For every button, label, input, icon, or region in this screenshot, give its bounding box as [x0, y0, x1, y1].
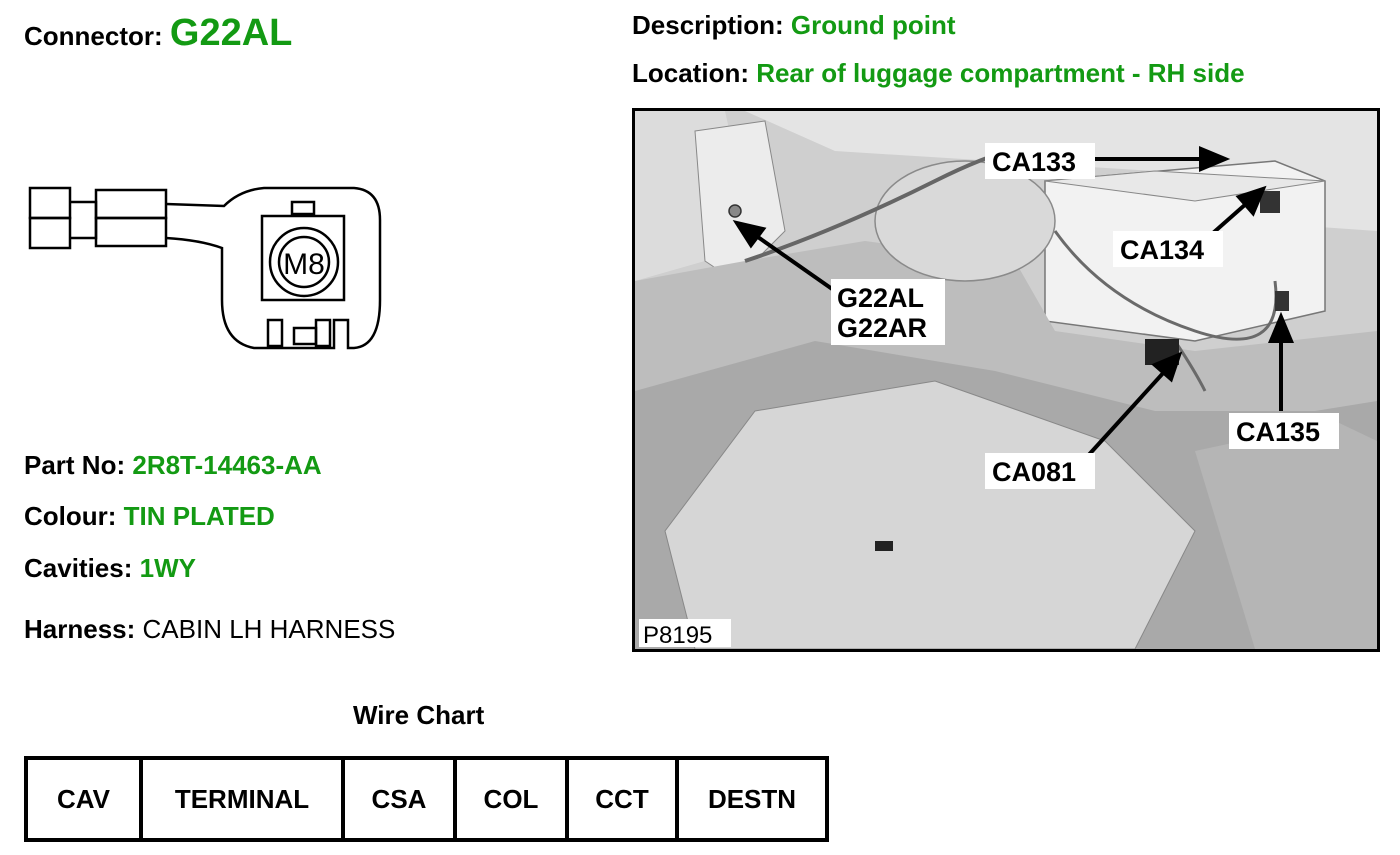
colour-label: Colour:: [24, 501, 117, 531]
callout-g22al-g22ar: G22AL G22AR: [831, 279, 945, 345]
connector-label: Connector:: [24, 21, 163, 51]
location-value: Rear of luggage compartment - RH side: [756, 58, 1245, 88]
location-photo-illustration: CA133 CA134 G22AL G22AR CA081 CA135 P819…: [635, 111, 1377, 649]
location-heading: Location: Rear of luggage compartment - …: [632, 58, 1245, 89]
colour-row: Colour: TIN PLATED: [24, 501, 275, 532]
location-photo: CA133 CA134 G22AL G22AR CA081 CA135 P819…: [632, 108, 1380, 652]
connector-heading: Connector: G22AL: [24, 12, 292, 55]
part-no-row: Part No: 2R8T-14463-AA: [24, 450, 322, 481]
col-csa: CSA: [341, 756, 457, 842]
description-value: Ground point: [790, 10, 956, 40]
callout-ca134: CA134: [1113, 231, 1223, 267]
part-no-value: 2R8T-14463-AA: [132, 450, 322, 480]
col-cct: CCT: [565, 756, 679, 842]
part-no-label: Part No:: [24, 450, 126, 480]
col-destn: DESTN: [675, 756, 829, 842]
stud-size-label: M8: [283, 248, 325, 281]
photo-ref-text: P8195: [643, 622, 712, 649]
harness-row: Harness: CABIN LH HARNESS: [24, 614, 395, 645]
callout-ca133-text: CA133: [992, 147, 1076, 177]
wire-chart-table: CAV TERMINAL CSA COL CCT DESTN: [24, 756, 829, 842]
callout-g22ar-text: G22AR: [837, 313, 927, 343]
wire-chart-title: Wire Chart: [353, 700, 485, 730]
col-cav: CAV: [24, 756, 143, 842]
colour-value: TIN PLATED: [123, 501, 275, 531]
callout-ca135: CA135: [1229, 413, 1339, 449]
harness-label: Harness:: [24, 614, 136, 644]
col-terminal: TERMINAL: [139, 756, 345, 842]
harness-value: CABIN LH HARNESS: [142, 614, 396, 644]
callout-g22al-text: G22AL: [837, 283, 924, 313]
description-label: Description:: [632, 10, 784, 40]
location-label: Location:: [632, 58, 749, 88]
callout-ca081-text: CA081: [992, 457, 1076, 487]
callout-ca081: CA081: [985, 453, 1095, 489]
col-col: COL: [453, 756, 569, 842]
cavities-value: 1WY: [139, 553, 196, 583]
callout-ca134-text: CA134: [1120, 235, 1204, 265]
connector-diagram: M8: [28, 186, 382, 350]
callout-ca133: CA133: [985, 143, 1095, 179]
photo-ref-tag: P8195: [639, 619, 731, 649]
connector-value: G22AL: [169, 12, 293, 54]
description-heading: Description: Ground point: [632, 10, 956, 41]
wire-chart-header-row: CAV TERMINAL CSA COL CCT DESTN: [24, 756, 829, 842]
cavities-row: Cavities: 1WY: [24, 553, 196, 584]
callout-ca135-text: CA135: [1236, 417, 1320, 447]
cavities-label: Cavities:: [24, 553, 133, 583]
